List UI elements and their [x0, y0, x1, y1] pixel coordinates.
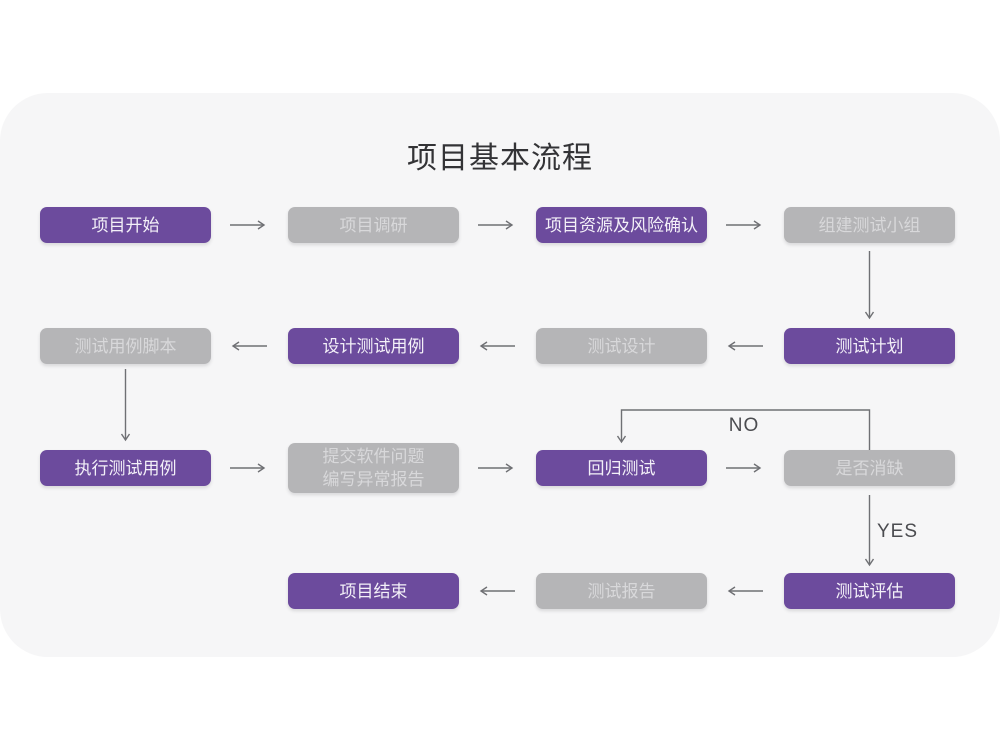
- node-test-report: 测试报告: [536, 573, 707, 609]
- node-project-research: 项目调研: [288, 207, 459, 243]
- edge-label-yes: YES: [877, 521, 919, 542]
- node-design-test-cases: 设计测试用例: [288, 328, 459, 364]
- node-project-end: 项目结束: [288, 573, 459, 609]
- node-test-plan: 测试计划: [784, 328, 955, 364]
- node-defect-resolved: 是否消缺: [784, 450, 955, 486]
- node-build-test-team: 组建测试小组: [784, 207, 955, 243]
- node-test-evaluation: 测试评估: [784, 573, 955, 609]
- node-test-design: 测试设计: [536, 328, 707, 364]
- arrow-defectcheck-no-loop: [616, 409, 871, 450]
- node-submit-issues-report: 提交软件问题 编写异常报告: [288, 443, 459, 493]
- node-project-resources-risk: 项目资源及风险确认: [536, 207, 707, 243]
- node-execute-test-cases: 执行测试用例: [40, 450, 211, 486]
- node-regression-test: 回归测试: [536, 450, 707, 486]
- node-project-start: 项目开始: [40, 207, 211, 243]
- flowchart-card: [0, 93, 1000, 657]
- edge-label-no: NO: [728, 415, 760, 436]
- page-title: 项目基本流程: [407, 142, 593, 175]
- node-test-case-script: 测试用例脚本: [40, 328, 211, 364]
